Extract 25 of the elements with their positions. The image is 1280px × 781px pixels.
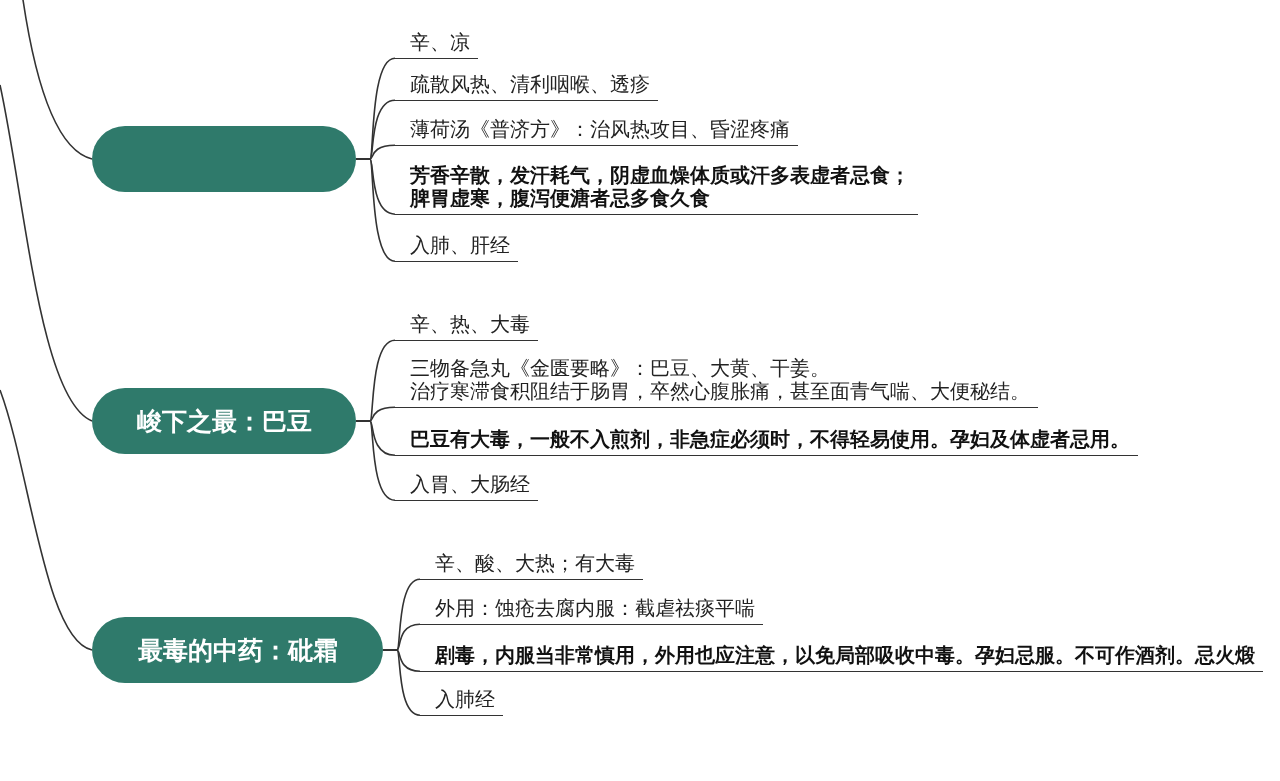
label-text: 脾胃虚寒，腹泻便溏者忌多食久食 [410,187,711,210]
branch-label: 辛、凉 [395,31,478,59]
connector-line [0,389,93,651]
branch-label: 外用：蚀疮去腐内服：截虐祛痰平喘 [420,597,763,625]
branch-label: 巴豆有大毒，一般不入煎剂，非急症必须时，不得轻易使用。孕妇及体虚者忌用。 [395,428,1138,456]
branch-label [395,357,1038,408]
branch-label: 薄荷汤《普济方》：治风热攻目、昏涩疼痛 [395,118,798,146]
branch-label: 辛、酸、大热；有大毒 [420,552,643,580]
branch-label: 剧毒，内服当非常慎用，外用也应注意，以免局部吸收中毒。孕妇忌服。不可作酒剂。忌火煅 [420,644,1263,672]
label-text: 治疗寒滞食积阻结于肠胃，卒然心腹胀痛，甚至面青气喘、大便秘结。 [410,380,1030,403]
connector-line [22,0,93,160]
label-text: 芳香辛散，发汗耗气，阴虚血燥体质或汗多表虚者忌食； [410,164,910,187]
branch-label [395,164,918,215]
branch-label: 入肺、肝经 [395,234,518,262]
branch-label: 入胃、大肠经 [395,473,538,501]
connector-line [355,158,396,262]
branch-label: 辛、热、大毒 [395,313,538,341]
topic-pill: 峻下之最：巴豆 [92,388,356,454]
topic-pill: 最毒的中药：砒霜 [92,617,383,683]
branch-label: 疏散风热、清利咽喉、透疹 [395,73,658,101]
connector-line [0,84,93,422]
connector-line [382,649,421,716]
connector-line [355,420,396,501]
label-text: 三物备急丸《金匮要略》：巴豆、大黄、干姜。 [410,357,831,380]
branch-label: 入肺经 [420,688,503,716]
